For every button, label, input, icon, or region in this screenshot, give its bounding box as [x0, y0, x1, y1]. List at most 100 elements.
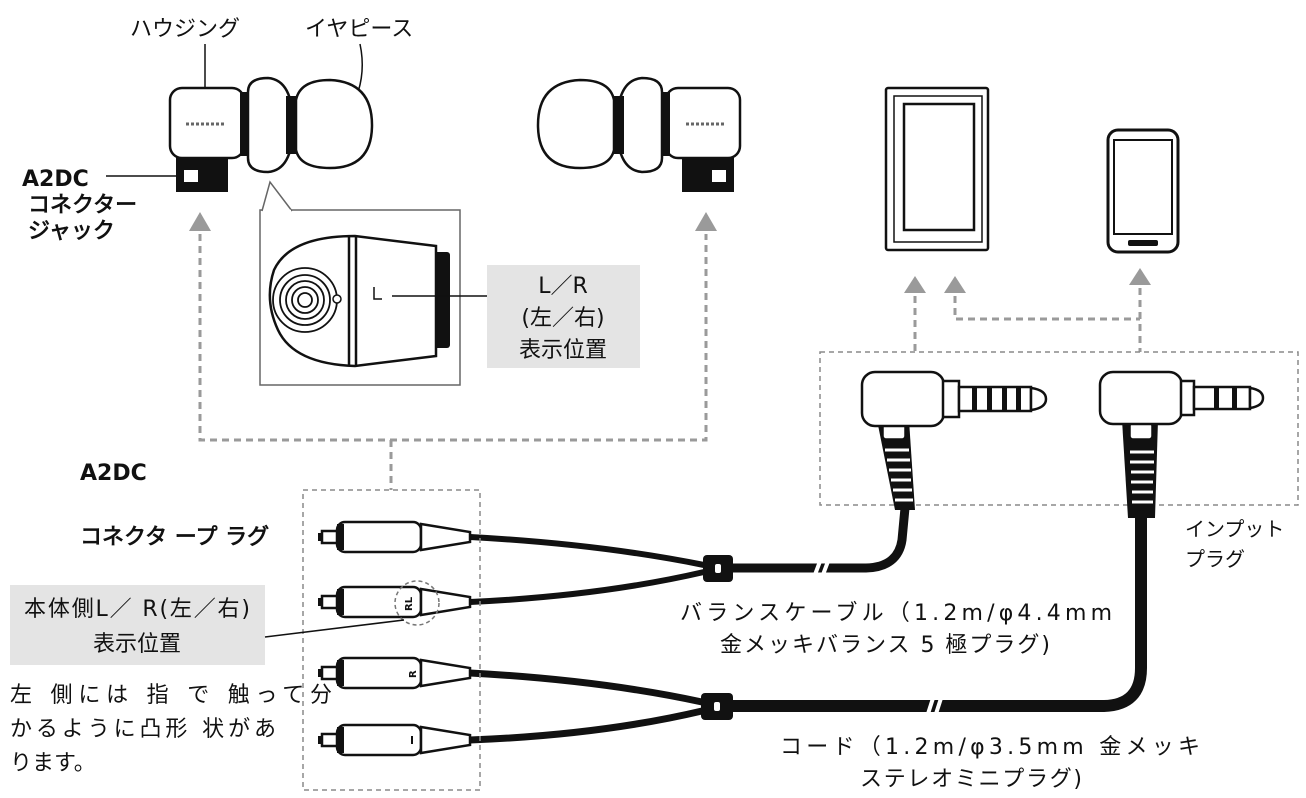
right-earpiece-ring [614, 96, 624, 154]
smartphone-device [1106, 128, 1180, 254]
stereo-to-player-dashed-line [953, 296, 1140, 321]
left-jack-arrow-icon [189, 212, 211, 231]
lr-bump-highlight-circle [394, 580, 440, 626]
balanced-ring-1 [972, 387, 977, 411]
stereo-mini-plug [1098, 370, 1265, 518]
audio-player-device [884, 86, 990, 252]
stereo-plug-tip [1248, 386, 1265, 410]
plug-2-pin-tip [318, 598, 323, 606]
balanced-plug-tip [1029, 386, 1048, 412]
lr-label-line1: L／R [538, 274, 588, 299]
left-earphone [168, 76, 374, 192]
player-balanced-arrow-icon [904, 276, 926, 293]
stereo-branch-upper [466, 669, 706, 706]
balanced-cable [727, 503, 910, 573]
plug-4-pin [320, 732, 340, 748]
housing-label: ハウジング [130, 17, 240, 42]
balanced-cable-label-line1: バランスケーブル（1.2m/φ4.4mm [680, 601, 1112, 626]
cord-label-line1: コード（1.2m/φ3.5mm 金メッキ [780, 735, 1200, 760]
stereo-logo-patch [1129, 422, 1153, 440]
zoom-concentric-rings [272, 267, 338, 333]
plug-1-collar [337, 524, 344, 550]
note-line3: ります。 [10, 751, 96, 776]
stereo-ring-2 [1232, 387, 1237, 409]
plug-1-pin [320, 529, 340, 545]
lr-label-line2: (左／右) [521, 306, 604, 331]
lr-label-line3: 表示位置 [519, 338, 607, 363]
plug-2-rl-marking: RL [404, 596, 415, 611]
plug-3-pin [320, 665, 340, 681]
plug-4-collar [337, 727, 344, 753]
plug-3-sleeve [419, 658, 472, 688]
plug-2-sleeve [419, 587, 472, 617]
lr-zoom-callout [259, 180, 461, 386]
input-plug-label-line2: プラグ [1185, 547, 1245, 571]
plug-1-sleeve [419, 522, 472, 552]
phone-screen [1113, 139, 1173, 235]
right-earpiece-tip [536, 78, 616, 170]
body-lr-leader-line [264, 619, 405, 638]
a2dc-plug-label-line2: コネクタ ープ ラグ [80, 524, 269, 550]
stereo-branch-lower [466, 707, 706, 744]
stereo-plug-body [1098, 370, 1184, 426]
a2dc-plug-group-box [302, 489, 481, 791]
left-housing-ring [240, 92, 249, 156]
balanced-splitter-mark [715, 564, 721, 573]
balanced-branch-lower [467, 569, 707, 605]
left-jack-socket [184, 170, 198, 182]
note-line2: かるように凸形 状があ [10, 717, 276, 742]
balanced-cable-break-icon [811, 555, 832, 581]
cord-label-line2: ステレオミニプラグ) [860, 767, 1082, 792]
plug-1-body [335, 520, 423, 554]
left-earpiece-tip [294, 78, 374, 170]
right-jack-arrow-icon [695, 212, 717, 231]
balanced-ring-2 [987, 387, 992, 411]
plug-2-pin [320, 594, 340, 610]
stereo-plug-shaft [1192, 385, 1252, 411]
player-screen [902, 102, 976, 232]
plug-3-r-marking: R [408, 670, 419, 678]
right-jack-socket [712, 170, 726, 182]
stereo-plug-collar [1179, 379, 1196, 417]
balanced-plug-collar [941, 379, 961, 419]
right-housing-ring [661, 92, 670, 156]
plug-2-collar [337, 589, 344, 615]
plug-3-pin-tip [318, 669, 323, 677]
zoom-housing [268, 234, 438, 368]
a2dc-plug-3: R [318, 656, 472, 690]
balanced-plug [860, 370, 1048, 510]
body-lr-label-line1: 本体側L／ R(左／右) [24, 597, 250, 622]
a2dc-plug-label-line1: A2DC [80, 461, 147, 486]
plug-3-collar [337, 660, 344, 686]
input-plug-label-line1: インプット [1185, 517, 1284, 541]
note-line1: 左 側には 指 で 触って分 [10, 683, 332, 708]
balanced-ring-3 [1002, 387, 1007, 411]
balanced-strain-relief [877, 420, 915, 510]
stereo-cord-break-icon [924, 691, 945, 721]
earphone-connection-dashed-line [198, 234, 708, 442]
jack-label-line3: ジャック [28, 219, 115, 244]
callout-pointer [261, 180, 293, 212]
plug-4-body [335, 723, 423, 757]
plug-4-sleeve [419, 725, 472, 755]
stereo-splitter-mark [714, 702, 720, 711]
zoom-vent [332, 294, 342, 304]
stereo-cord [726, 510, 1147, 712]
a2dc-plug-2: RL [318, 585, 472, 619]
phone-arrow-icon [1129, 268, 1151, 285]
body-lr-label-line2: 表示位置 [93, 632, 181, 657]
balanced-cable-label-line2: 金メッキバランス 5 極プラグ) [720, 633, 1050, 658]
a2dc-plug-1 [318, 520, 472, 554]
right-earphone [536, 76, 742, 192]
body-lr-label-box [10, 585, 265, 665]
stereo-ring-1 [1214, 387, 1219, 409]
balanced-ring-4 [1016, 387, 1021, 411]
balanced-plug-body [860, 370, 946, 428]
plug-1-pin-tip [318, 533, 323, 541]
phone-home-bar [1128, 240, 1158, 246]
left-earpiece-ring [286, 96, 296, 154]
balanced-branch-upper [467, 534, 707, 568]
earpiece-label: イヤピース [305, 17, 413, 42]
zoom-l-mark [373, 287, 382, 300]
